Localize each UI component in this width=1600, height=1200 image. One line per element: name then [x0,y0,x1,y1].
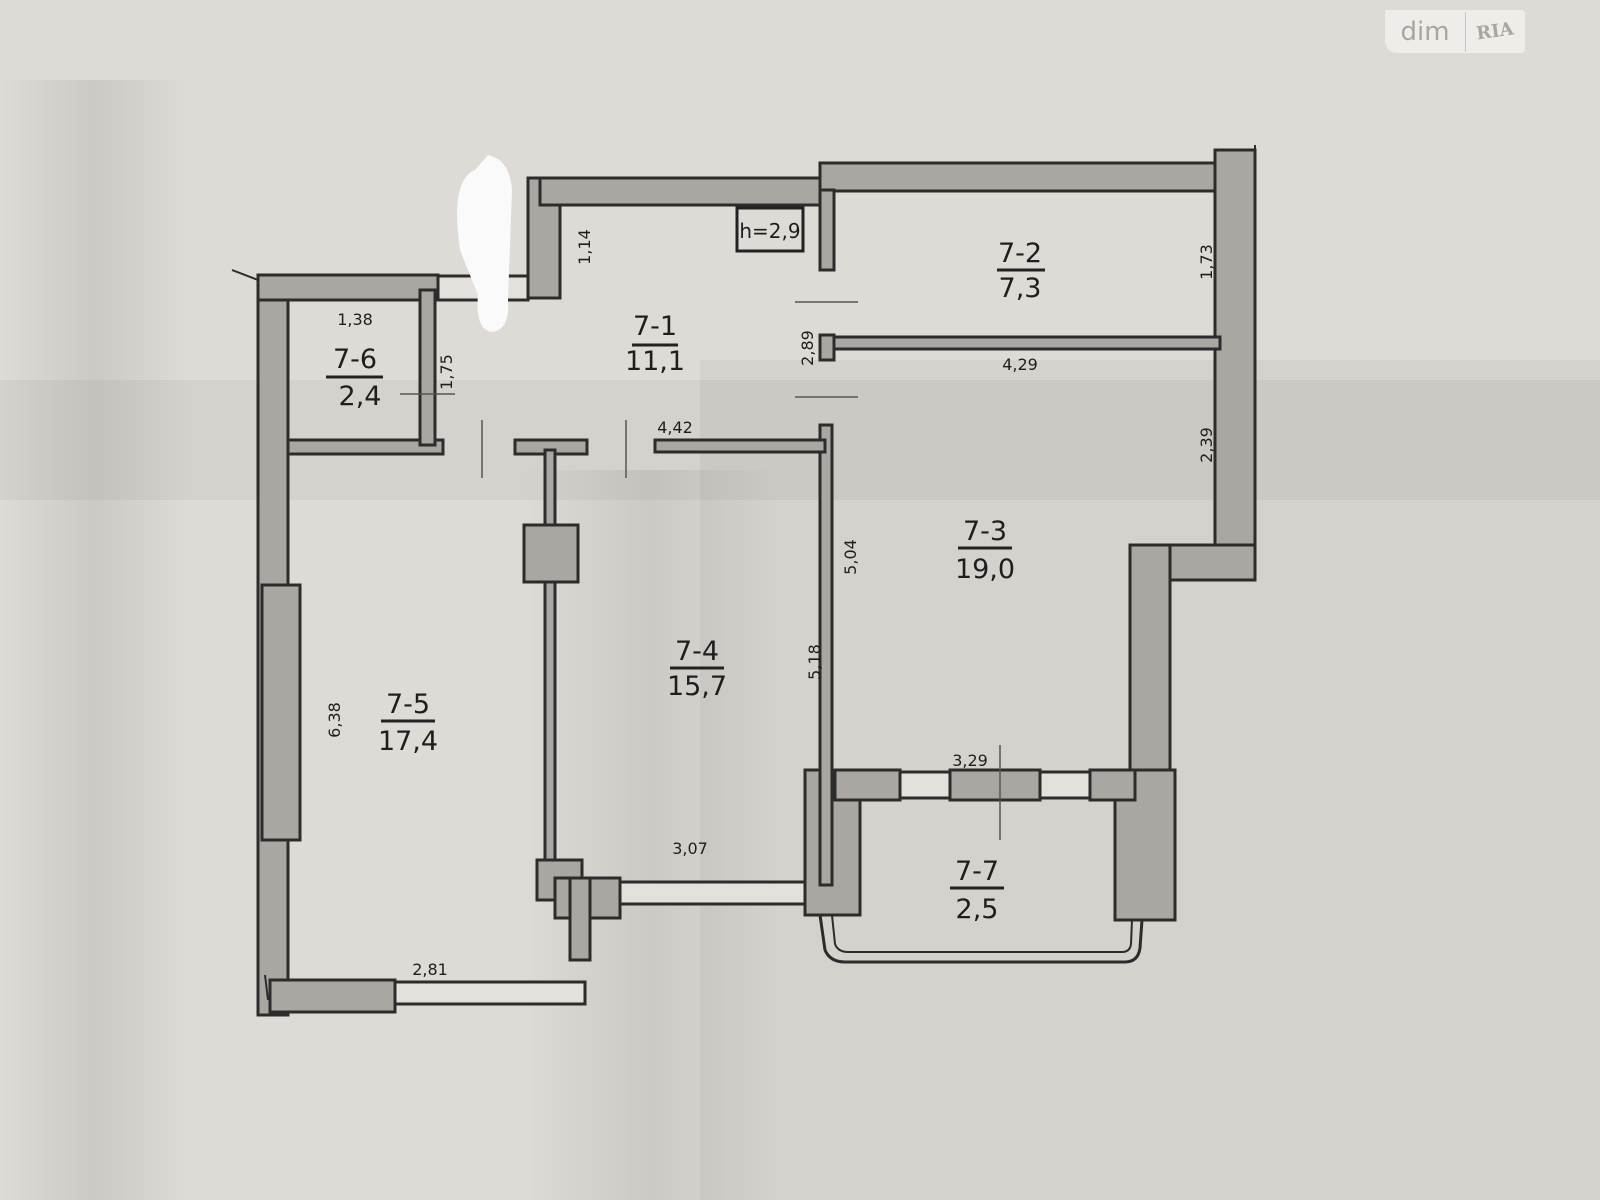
svg-text:1,73: 1,73 [1197,244,1216,280]
room-7-6: 7-6 2,4 [326,344,383,412]
room-7-4: 7-4 15,7 [667,636,727,702]
svg-text:15,7: 15,7 [667,671,727,702]
svg-text:4,29: 4,29 [1002,355,1038,374]
room-7-5: 7-5 17,4 [378,689,438,757]
watermark-dim: dim [1385,11,1466,52]
svg-text:2,81: 2,81 [412,960,448,979]
shadow [0,80,190,1200]
redaction-blot [457,155,512,332]
svg-text:2,89: 2,89 [798,330,817,366]
walls [231,145,1257,1017]
svg-text:7-3: 7-3 [963,516,1007,547]
svg-text:11,1: 11,1 [625,346,685,377]
room-7-1: 7-1 11,1 [625,311,685,377]
svg-text:19,0: 19,0 [955,554,1015,585]
svg-text:4,42: 4,42 [657,418,693,437]
room-7-3: 7-3 19,0 [955,516,1015,585]
svg-text:1,14: 1,14 [575,229,594,265]
svg-text:7-4: 7-4 [675,636,719,667]
watermark-ria: RIA [1475,18,1515,45]
svg-text:17,4: 17,4 [378,726,438,757]
svg-text:5,04: 5,04 [841,539,860,575]
dimension-labels: 1,14 1,38 1,75 2,89 4,42 1,73 4,29 2,39 … [325,229,1216,979]
svg-text:5,18: 5,18 [805,644,824,680]
svg-text:2,5: 2,5 [956,894,999,925]
room-7-2: 7-2 7,3 [997,238,1045,304]
ceiling-height-box [735,206,805,253]
dimria-watermark: dim RIA [1385,10,1525,53]
svg-text:7-2: 7-2 [998,238,1042,269]
svg-text:3,29: 3,29 [952,751,988,770]
svg-text:7,3: 7,3 [999,273,1042,304]
svg-text:7-7: 7-7 [955,856,999,887]
svg-text:7-6: 7-6 [333,344,377,375]
svg-text:1,38: 1,38 [337,310,373,329]
svg-text:3,07: 3,07 [672,839,708,858]
svg-text:6,38: 6,38 [325,702,344,738]
svg-text:2,4: 2,4 [339,381,382,412]
dimension-lines [400,301,1001,840]
svg-text:1,75: 1,75 [437,354,456,390]
svg-text:7-5: 7-5 [386,689,430,720]
ceiling-height: h=2,9 [739,219,800,243]
room-7-7: 7-7 2,5 [950,856,1004,925]
shadow [520,470,780,1200]
svg-text:2,39: 2,39 [1197,427,1216,463]
svg-text:7-1: 7-1 [633,311,677,342]
